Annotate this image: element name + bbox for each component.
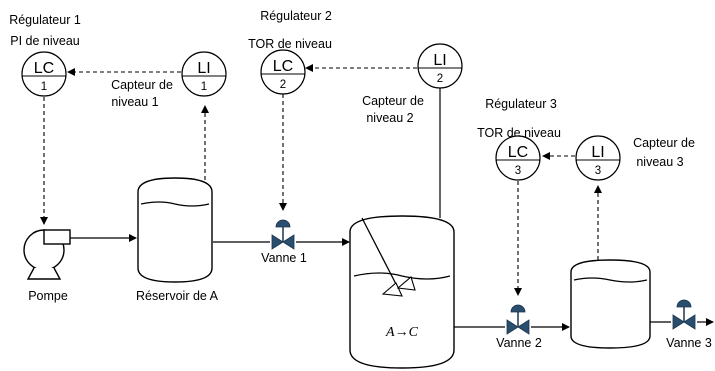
controller-2: Régulateur 2 TOR de niveau LC 2	[248, 9, 332, 95]
controller2-tag: LC	[273, 58, 293, 75]
valve1-label: Vanne 1	[261, 251, 307, 265]
reaction-label: A→C	[385, 325, 419, 340]
sensor1-caption-1: Capteur de	[111, 78, 173, 92]
pump-label: Pompe	[28, 289, 68, 303]
tank-3	[570, 259, 651, 349]
valve-2[interactable]: Vanne 2	[496, 304, 542, 350]
sensor-2: LI 2 Capteur de niveau 2	[362, 43, 463, 125]
agitator	[361, 217, 416, 297]
sensor2-tag: LI	[433, 52, 446, 69]
controller-1: Régulateur 1 PI de niveau LC 1	[9, 13, 81, 97]
sensor3-caption-2: niveau 3	[636, 155, 683, 169]
sensor3-tag: LI	[591, 144, 604, 161]
controller3-subtitle: TOR de niveau	[477, 126, 561, 140]
sensor3-number: 3	[595, 165, 601, 177]
reservoir-liquid-level	[140, 201, 210, 207]
controller3-title: Régulateur 3	[485, 97, 557, 111]
sensor1-tag: LI	[197, 60, 210, 77]
valve-3[interactable]: Vanne 3	[666, 299, 712, 350]
controller3-number: 3	[515, 165, 521, 177]
signal-lines	[40, 64, 602, 296]
controller2-title: Régulateur 2	[260, 9, 332, 23]
controller1-number: 1	[41, 81, 47, 93]
sensor2-caption-1: Capteur de	[362, 94, 424, 108]
valve2-label: Vanne 2	[496, 336, 542, 350]
sensor1-number: 1	[201, 81, 207, 93]
valve3-label: Vanne 3	[666, 336, 712, 350]
sensor-1: LI 1 Capteur de niveau 1	[111, 51, 227, 109]
sensor2-number: 2	[437, 73, 443, 85]
controller1-subtitle: PI de niveau	[10, 34, 80, 48]
sensor2-caption-2: niveau 2	[366, 111, 413, 125]
tank3-liquid-level	[573, 277, 648, 283]
reservoir-a: Réservoir de A	[136, 177, 219, 303]
controller2-number: 2	[280, 79, 286, 91]
reactor: A→C	[349, 215, 455, 369]
controller-3: Régulateur 3 TOR de niveau LC 3	[477, 97, 561, 181]
controller3-tag: LC	[508, 144, 528, 161]
controller1-tag: LC	[34, 60, 54, 77]
pump: Pompe	[23, 229, 71, 303]
process-lines	[70, 88, 714, 331]
sensor3-caption-1: Capteur de	[633, 136, 695, 150]
sensor-3: LI 3 Capteur de niveau 3	[575, 135, 695, 181]
controller1-title: Régulateur 1	[9, 13, 81, 27]
reactor-liquid-level	[353, 272, 451, 280]
reservoir-label: Réservoir de A	[136, 289, 219, 303]
sensor1-caption-2: niveau 1	[111, 95, 158, 109]
valve-1[interactable]: Vanne 1	[261, 219, 307, 265]
controller2-subtitle: TOR de niveau	[248, 37, 332, 51]
